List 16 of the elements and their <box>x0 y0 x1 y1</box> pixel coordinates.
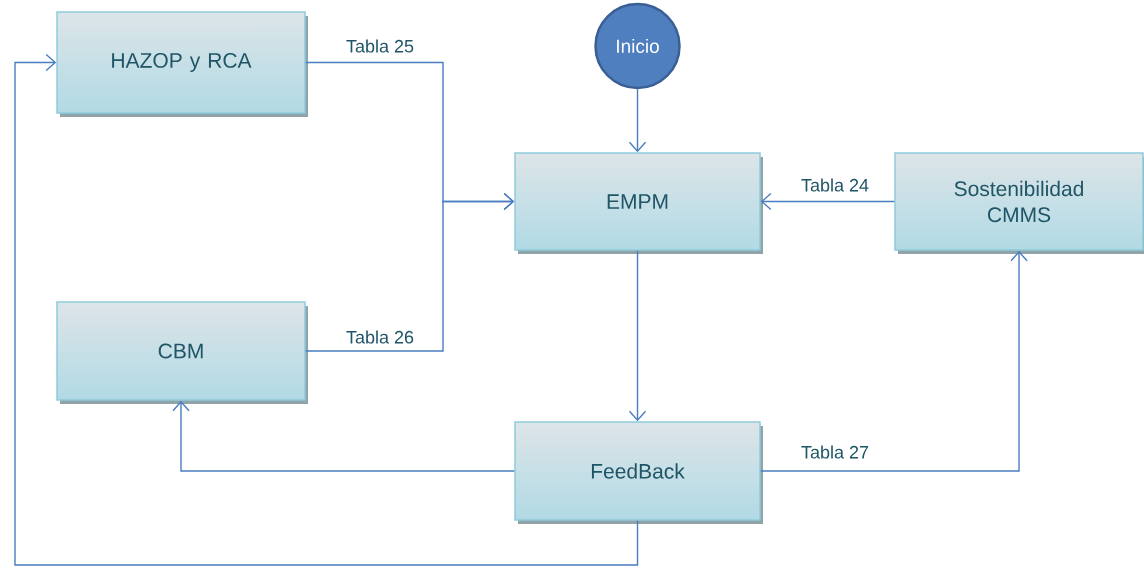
process-box: CBM <box>56 301 308 404</box>
process-box: FeedBack <box>514 421 763 524</box>
edge-label: Tabla 25 <box>345 38 416 54</box>
arrow <box>628 250 647 422</box>
process-box: EMPM <box>514 152 763 254</box>
arrow <box>14 53 639 566</box>
edge-label: Tabla 27 <box>800 444 871 460</box>
arrow <box>760 250 1028 472</box>
process-box: HAZOP y RCA <box>56 11 308 117</box>
arrow <box>172 400 515 472</box>
arrow <box>628 88 647 153</box>
process-box: Sostenibilidad CMMS <box>894 152 1144 254</box>
arrow <box>760 192 895 211</box>
arrow <box>305 192 515 352</box>
edge-label: Tabla 26 <box>345 329 416 345</box>
edge-label: Tabla 24 <box>800 177 871 193</box>
